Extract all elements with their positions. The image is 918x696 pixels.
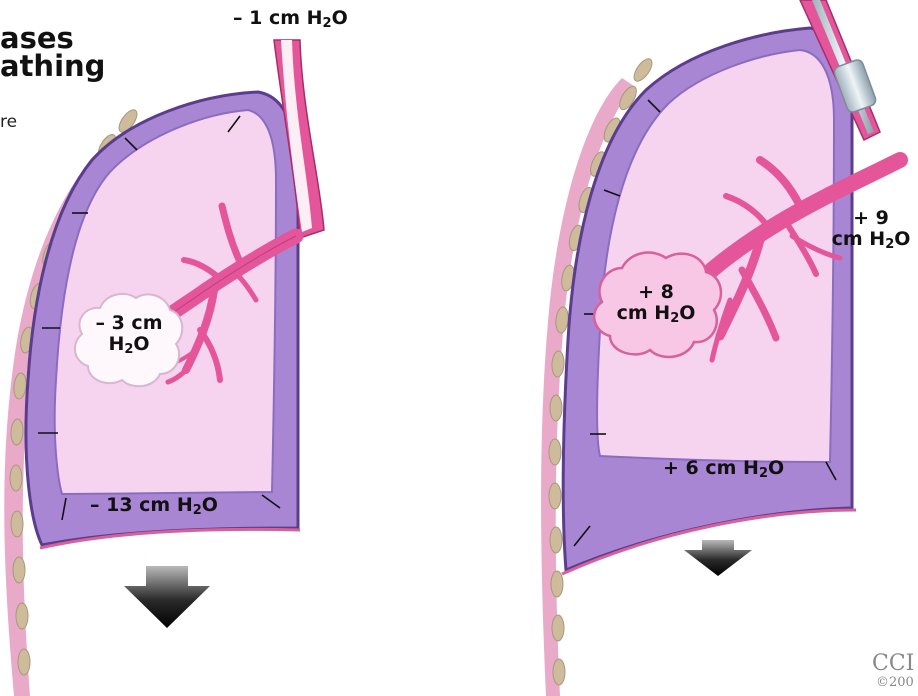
credit-copyright: ©200: [876, 676, 914, 690]
right-down-arrow-icon: [684, 540, 752, 576]
right-alveolus-pressure-label: + 8 cm H2O: [606, 282, 706, 324]
left-down-arrow-icon: [124, 566, 210, 628]
title-line-2: athing: [0, 52, 105, 80]
subtitle: re: [0, 112, 17, 132]
right-airway-pressure-label: + 9 cm H2O: [828, 208, 914, 250]
right-pleural-pressure-label: + 6 cm H2O: [663, 458, 784, 479]
left-airway-pressure-label: – 1 cm H2O: [233, 8, 348, 29]
left-alveolus-pressure-label: – 3 cm H2O: [86, 313, 172, 355]
right-lung-panel: [541, 0, 900, 696]
left-lung-panel: [4, 40, 324, 696]
title-line-1: ases: [0, 24, 74, 52]
credit-logo: CCI: [872, 653, 914, 675]
left-pleural-pressure-label: – 13 cm H2O: [90, 495, 218, 516]
